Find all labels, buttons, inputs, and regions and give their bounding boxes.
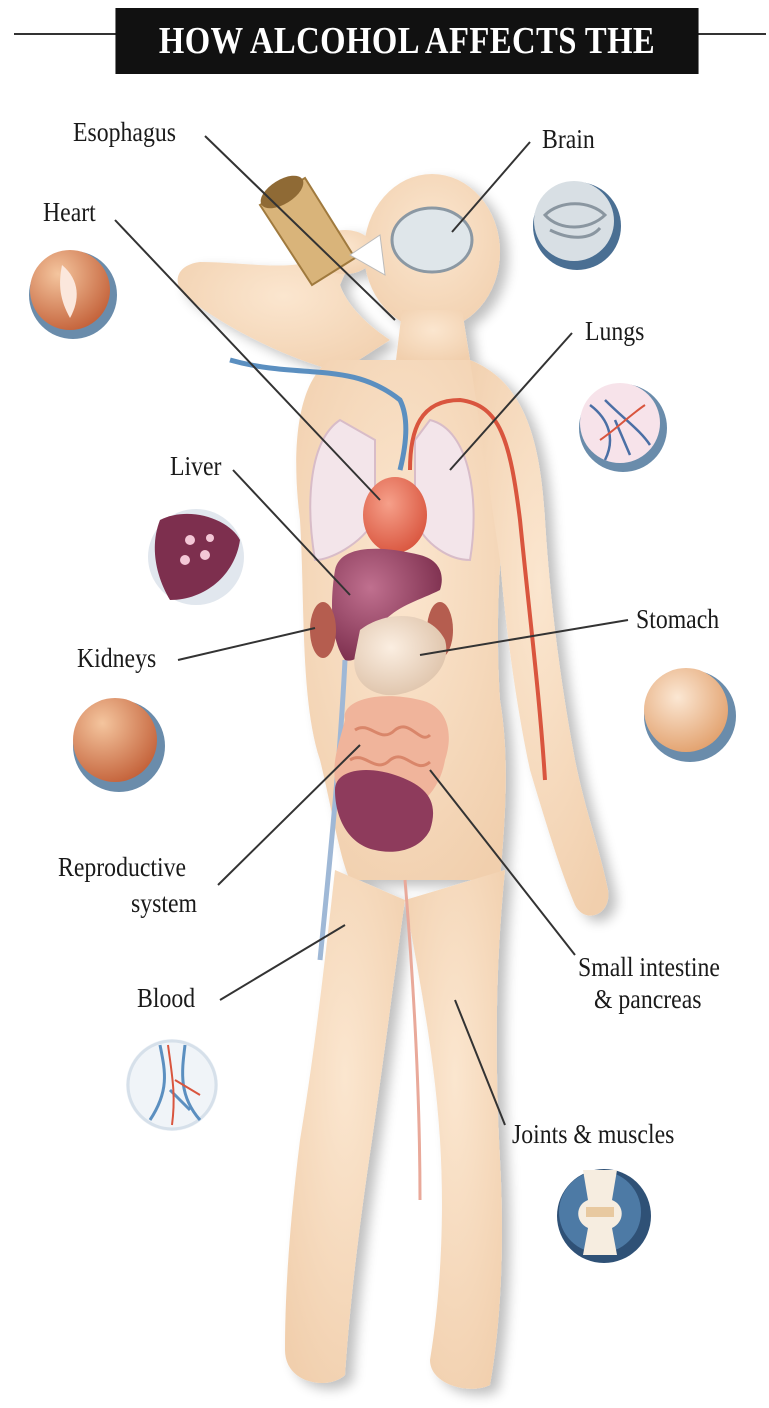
- label-lungs: Lungs: [585, 317, 644, 347]
- stomach-detail-icon: [644, 668, 736, 762]
- liver-detail-icon: [148, 509, 244, 605]
- label-heart: Heart: [43, 198, 96, 228]
- label-brain: Brain: [542, 125, 595, 155]
- brain-organ: [392, 208, 472, 272]
- label-small-intestine-line1: Small intestine: [578, 953, 720, 983]
- label-joints-muscles: Joints & muscles: [512, 1120, 674, 1150]
- joints-detail-icon: [557, 1169, 651, 1263]
- heart-organ: [363, 477, 427, 553]
- label-kidneys: Kidneys: [77, 644, 156, 674]
- label-esophagus: Esophagus: [73, 118, 176, 148]
- brain-detail-icon: [533, 181, 621, 270]
- label-liver: Liver: [170, 452, 221, 482]
- kidney-organ: [310, 602, 336, 658]
- heart-detail-icon: [29, 250, 117, 339]
- lungs-detail-icon: [579, 383, 667, 472]
- label-blood: Blood: [137, 984, 195, 1014]
- blood-detail-icon: [126, 1039, 218, 1131]
- label-reproductive-line1: Reproductive: [58, 853, 186, 883]
- label-stomach: Stomach: [636, 605, 719, 635]
- label-reproductive-line2: system: [131, 889, 197, 919]
- kidneys-detail-icon: [73, 698, 165, 792]
- label-small-intestine-line2: & pancreas: [594, 985, 702, 1015]
